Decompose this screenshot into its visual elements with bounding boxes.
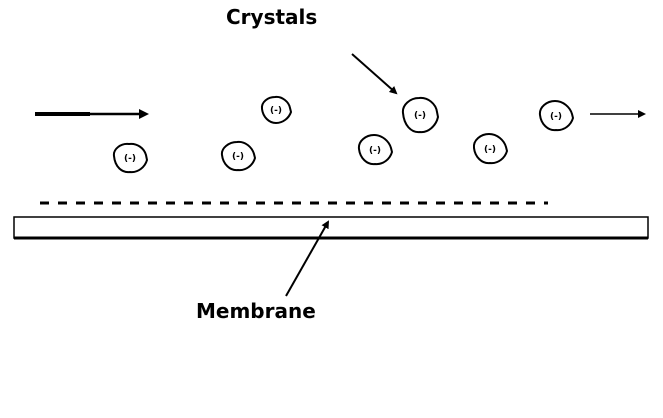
- crystals-label: Crystals: [226, 5, 318, 29]
- crystal: (-): [112, 142, 149, 174]
- crystal: (-): [357, 133, 394, 166]
- charge-label: (-): [232, 152, 244, 162]
- charge-label: (-): [414, 111, 426, 121]
- crystal: (-): [401, 96, 440, 134]
- charge-label: (-): [550, 112, 562, 122]
- crystals-callout-arrow: [351, 53, 398, 95]
- charge-label: (-): [484, 145, 496, 155]
- membrane-bar: [13, 216, 649, 240]
- charge-label: (-): [270, 106, 282, 116]
- crystal: (-): [220, 140, 257, 172]
- charge-label: (-): [124, 154, 136, 164]
- charge-label: (-): [369, 146, 381, 156]
- crystal: (-): [538, 99, 575, 132]
- crystal: (-): [472, 132, 509, 165]
- crystal: (-): [260, 95, 293, 125]
- membrane-callout-arrow: [285, 220, 329, 297]
- membrane-label: Membrane: [196, 299, 316, 323]
